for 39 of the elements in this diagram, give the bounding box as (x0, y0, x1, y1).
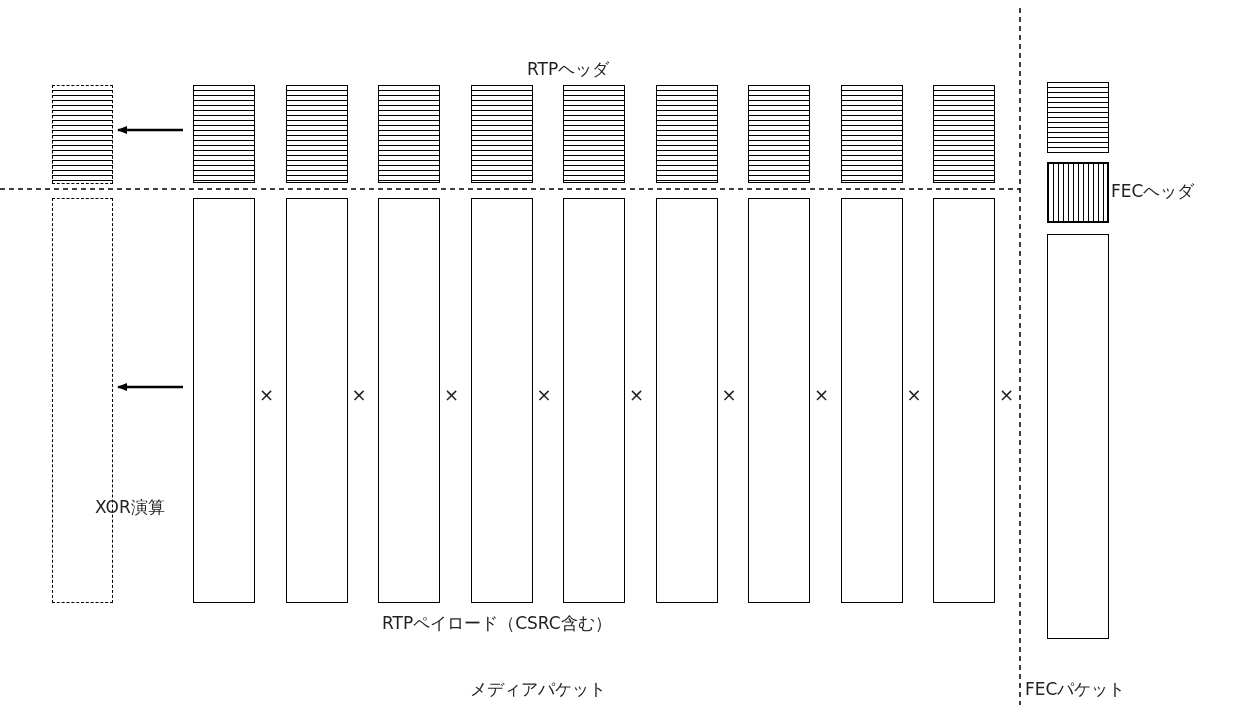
header-block (470, 85, 533, 183)
header-block (378, 85, 440, 183)
payload-block (470, 198, 533, 603)
payload-block (840, 198, 903, 603)
payload-caption: RTPペイロード（CSRC含む） (382, 612, 612, 635)
group-caption: FECパケット (1025, 678, 1126, 701)
multiply-sign: × (444, 384, 460, 405)
header-block (285, 85, 348, 183)
header-block (655, 85, 718, 183)
payload-block (378, 198, 440, 603)
header-label: FECヘッダ (1111, 180, 1195, 203)
multiply-sign: × (906, 384, 922, 405)
multiply-sign: × (536, 384, 552, 405)
header-block (1047, 82, 1109, 153)
operation-label: XOR演算 (95, 496, 165, 519)
group-caption: メディアパケット (470, 678, 606, 701)
multiply-sign: × (721, 384, 737, 405)
header-block (933, 85, 995, 183)
header-block (840, 85, 903, 183)
header-block (52, 85, 113, 184)
payload-block (748, 198, 810, 603)
multiply-sign: × (629, 384, 645, 405)
header-block (193, 85, 255, 183)
multiply-sign: × (814, 384, 830, 405)
fec-header-block (1047, 162, 1109, 223)
payload-block (285, 198, 348, 603)
multiply-sign: × (259, 384, 275, 405)
arrow (117, 383, 183, 391)
payload-block (1047, 234, 1109, 639)
multiply-sign: × (999, 384, 1015, 405)
header-block (563, 85, 625, 183)
payload-block (563, 198, 625, 603)
payload-block (655, 198, 718, 603)
payload-block (193, 198, 255, 603)
header-caption: RTPヘッダ (527, 58, 610, 81)
arrow (117, 126, 183, 134)
multiply-sign: × (351, 384, 367, 405)
payload-block (933, 198, 995, 603)
header-block (748, 85, 810, 183)
